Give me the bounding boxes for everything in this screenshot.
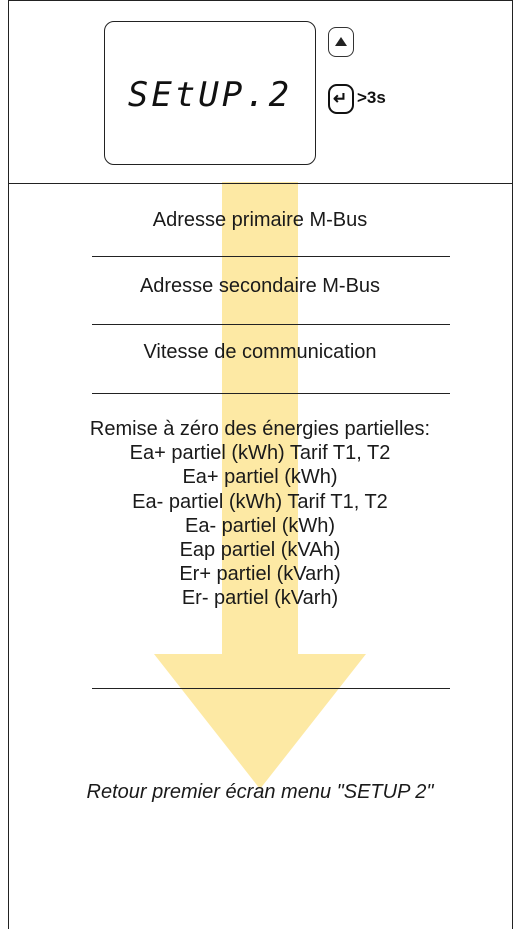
enter-hold-label: >3s <box>357 88 386 107</box>
frame-left-border <box>8 0 9 929</box>
menu-separator <box>92 324 450 325</box>
lcd-display: SEtUP.2 <box>104 21 316 165</box>
menu-separator <box>92 393 450 394</box>
menu-separator <box>92 688 450 689</box>
reset-title: Remise à zéro des énergies partielles: <box>89 418 431 440</box>
up-arrow-button[interactable] <box>328 27 354 57</box>
header-separator <box>8 183 513 184</box>
reset-line: Ea+ partiel (kWh) <box>182 466 338 489</box>
menu-separator <box>92 256 450 257</box>
reset-line: Eap partiel (kVAh) <box>179 539 341 562</box>
frame-top-border <box>8 0 513 1</box>
enter-icon: ↵ <box>333 89 348 108</box>
enter-button[interactable]: ↵ <box>328 84 354 114</box>
reset-line: Ea- partiel (kWh) <box>184 514 336 537</box>
menu-item-baud-rate: Vitesse de communication <box>143 341 377 363</box>
menu-item-secondary-address: Adresse secondaire M-Bus <box>139 275 381 297</box>
return-to-first-screen: Retour premier écran menu "SETUP 2" <box>86 781 434 803</box>
menu-item-primary-address: Adresse primaire M-Bus <box>152 209 368 231</box>
reset-line: Ea+ partiel (kWh) Tarif T1, T2 <box>129 442 391 465</box>
reset-line: Er- partiel (kVarh) <box>181 587 339 610</box>
reset-line: Ea- partiel (kWh) Tarif T1, T2 <box>132 490 388 513</box>
menu-item-reset-energies: Remise à zéro des énergies partielles: E… <box>40 417 480 611</box>
frame-right-border <box>512 0 513 929</box>
up-arrow-icon <box>335 37 347 46</box>
lcd-display-text: SEtUP.2 <box>127 75 293 115</box>
reset-line: Er+ partiel (kVarh) <box>179 563 341 586</box>
